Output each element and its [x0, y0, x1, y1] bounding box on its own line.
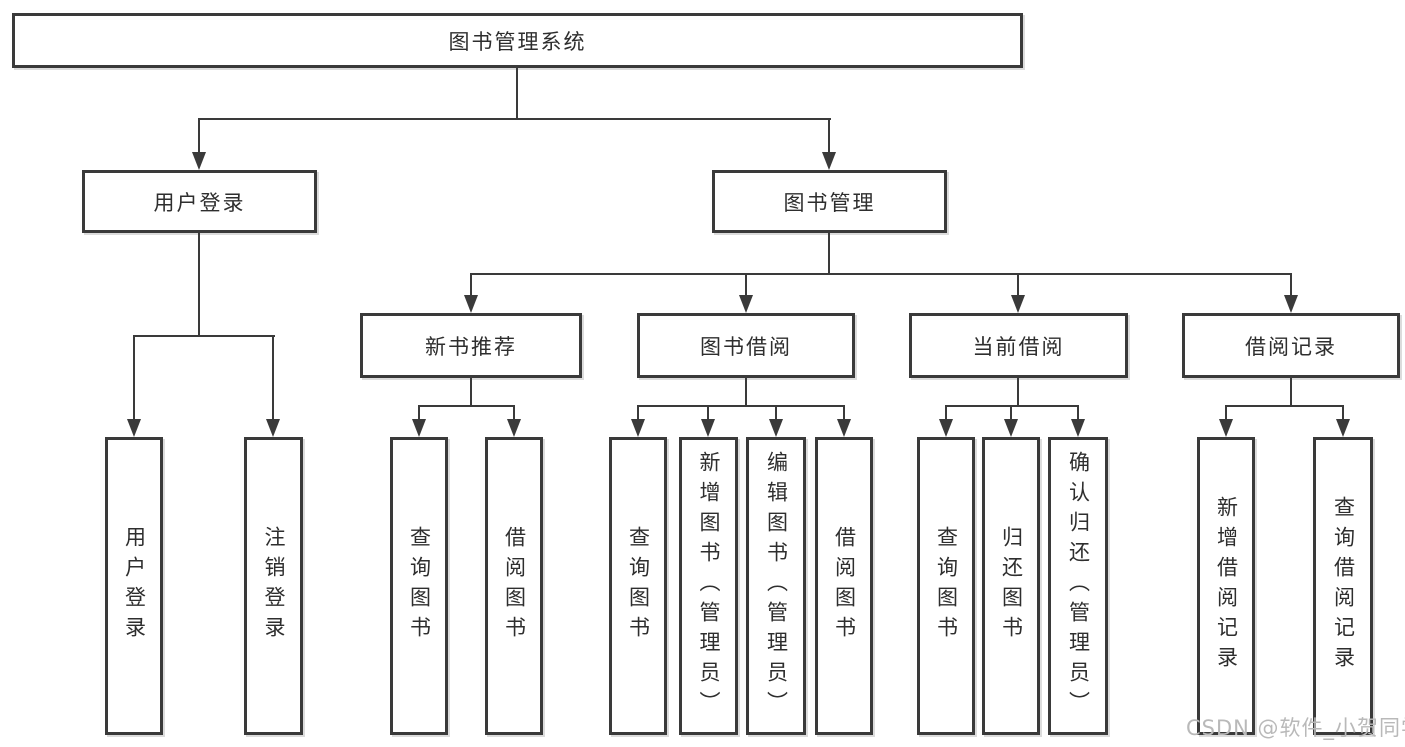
- edge-drop-return-book: [1010, 405, 1012, 421]
- node-book-management: 图书管理: [712, 170, 947, 233]
- node-user-login: 用户登录: [82, 170, 317, 233]
- arrow-to-query-book-3: [939, 419, 953, 437]
- arrow-to-borrow-records: [1284, 295, 1298, 313]
- edge-user-login-trunk: [198, 233, 200, 337]
- edge-root-trunk: [516, 68, 518, 120]
- node-library-system: 图书管理系统: [12, 13, 1023, 68]
- edge-book-borrow-trunk: [745, 378, 747, 407]
- node-current-borrowing: 当前借阅: [909, 313, 1128, 378]
- node-borrowing-records: 借阅记录: [1182, 313, 1400, 378]
- edge-drop-borrow-records: [1290, 273, 1292, 297]
- edge-drop-add-book: [707, 405, 709, 421]
- edge-book-mgmt-bus: [470, 273, 1292, 275]
- edge-book-mgmt-trunk: [828, 233, 830, 275]
- arrow-to-borrow-book-2: [837, 419, 851, 437]
- arrow-to-edit-book: [769, 419, 783, 437]
- edge-drop-query-book-2: [637, 405, 639, 421]
- edge-drop-user-login: [198, 118, 200, 154]
- edge-drop-current-borrow: [1017, 273, 1019, 297]
- edge-root-bus: [198, 118, 831, 120]
- arrow-to-current-borrow: [1011, 295, 1025, 313]
- arrow-to-add-book: [701, 419, 715, 437]
- leaf-add-borrow-record: 新增借阅记录: [1197, 437, 1255, 735]
- edge-drop-new-book-rec: [470, 273, 472, 297]
- edge-current-borrow-trunk: [1017, 378, 1019, 407]
- edge-user-login-bus: [133, 335, 275, 337]
- leaf-confirm-return-admin: 确认归还（管理员）: [1048, 437, 1108, 735]
- leaf-logout: 注销登录: [244, 437, 303, 735]
- leaf-query-borrow-record: 查询借阅记录: [1313, 437, 1373, 735]
- arrow-to-return-book: [1004, 419, 1018, 437]
- arrow-to-query-book-2: [631, 419, 645, 437]
- leaf-query-book-3: 查询图书: [917, 437, 975, 735]
- edge-new-book-rec-bus: [418, 405, 515, 407]
- arrow-to-new-book-rec: [464, 295, 478, 313]
- arrow-to-add-borrow-rec: [1219, 419, 1233, 437]
- leaf-query-book-1: 查询图书: [390, 437, 448, 735]
- edge-drop-confirm-return: [1077, 405, 1079, 421]
- leaf-add-book-admin: 新增图书（管理员）: [679, 437, 738, 735]
- arrow-to-borrow-book-1: [507, 419, 521, 437]
- edge-drop-borrow-book-1: [513, 405, 515, 421]
- edge-drop-book-borrow: [745, 273, 747, 297]
- arrow-to-book-borrow: [739, 295, 753, 313]
- edge-drop-edit-book: [775, 405, 777, 421]
- arrow-to-book-mgmt: [822, 152, 836, 170]
- leaf-query-book-2: 查询图书: [609, 437, 667, 735]
- edge-borrow-records-trunk: [1290, 378, 1292, 407]
- arrow-to-user-login: [192, 152, 206, 170]
- leaf-user-login: 用户登录: [105, 437, 163, 735]
- edge-book-borrow-bus: [637, 405, 845, 407]
- arrow-to-leaf-logout: [266, 419, 280, 437]
- arrow-to-query-borrow-rec: [1336, 419, 1350, 437]
- edge-drop-query-book-3: [945, 405, 947, 421]
- leaf-borrow-book-2: 借阅图书: [815, 437, 873, 735]
- edge-drop-book-mgmt: [828, 118, 830, 154]
- edge-drop-leaf-user-login: [133, 335, 135, 421]
- edge-drop-add-borrow-rec: [1225, 405, 1227, 421]
- leaf-return-book: 归还图书: [982, 437, 1040, 735]
- edge-drop-borrow-book-2: [843, 405, 845, 421]
- edge-new-book-rec-trunk: [470, 378, 472, 407]
- edge-drop-query-borrow-rec: [1342, 405, 1344, 421]
- arrow-to-confirm-return: [1071, 419, 1085, 437]
- node-new-book-recommend: 新书推荐: [360, 313, 582, 378]
- edge-drop-query-book-1: [418, 405, 420, 421]
- edge-borrow-records-bus: [1225, 405, 1343, 407]
- node-book-borrowing: 图书借阅: [637, 313, 855, 378]
- leaf-edit-book-admin: 编辑图书（管理员）: [746, 437, 806, 735]
- arrow-to-query-book-1: [412, 419, 426, 437]
- leaf-borrow-book-1: 借阅图书: [485, 437, 543, 735]
- arrow-to-leaf-user-login: [127, 419, 141, 437]
- edge-drop-leaf-logout: [272, 335, 274, 421]
- csdn-watermark: CSDN @软件_小贺同学: [1186, 716, 1405, 740]
